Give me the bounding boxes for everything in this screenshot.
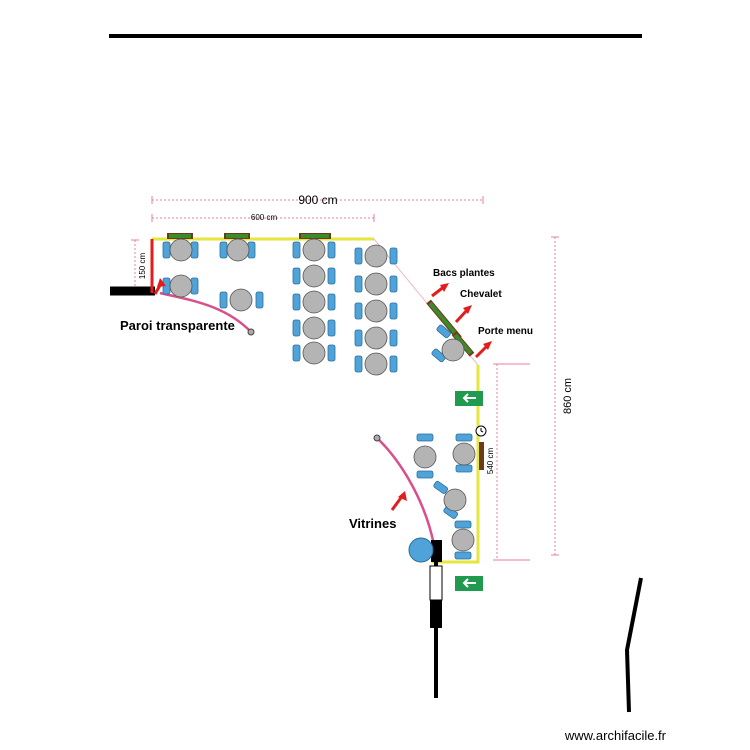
vitrine-end-bottom	[373, 434, 381, 442]
vitrine-end-left	[247, 328, 255, 336]
planter-icon	[167, 233, 331, 239]
vitrine-curve-bottom	[376, 437, 436, 546]
round-table-icon	[169, 238, 476, 552]
round-column	[408, 537, 434, 563]
overall-width-dimension: 900 cm	[298, 193, 337, 207]
planters-label: Bacs plantes	[433, 268, 495, 279]
dimension-lines	[131, 196, 559, 561]
clock-icon	[475, 425, 487, 437]
overall-height-dimension: 860 cm	[562, 378, 574, 414]
menu-holder-label: Porte menu	[478, 326, 533, 337]
exit-arrow-icon	[455, 391, 483, 591]
showcases-label: Vitrines	[349, 516, 396, 531]
watermark: www.archifacile.fr	[564, 728, 666, 743]
easel-label: Chevalet	[460, 289, 502, 300]
table-group	[162, 241, 473, 560]
menu-holder-panel	[479, 442, 484, 470]
diagonal-planters	[426, 299, 475, 357]
inner-width-dimension: 600 cm	[251, 213, 278, 222]
transparent-wall-label: Paroi transparente	[120, 318, 235, 333]
right-depth-dimension: 540 cm	[486, 448, 495, 475]
left-depth-dimension: 150 cm	[138, 253, 147, 280]
vitrine-curve-left	[159, 291, 252, 333]
pointer-arrow-icon	[153, 278, 492, 511]
bottom-walls	[429, 540, 643, 713]
